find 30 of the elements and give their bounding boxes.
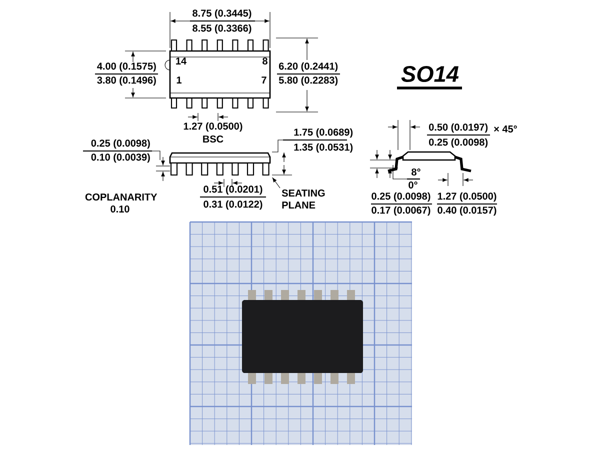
dimension-label: 0.51 (0.0201) [204, 185, 262, 195]
dimension-label: 8 [262, 57, 268, 65]
dimension-label: COPLANARITY 0.10 [85, 193, 158, 213]
dimension-label: 0.17 (0.0067) [372, 206, 430, 216]
dimension-label: 0.31 (0.0122) [204, 200, 262, 210]
dimension-label: 4.00 (0.1575) [97, 62, 156, 72]
dimension-label: 6.20 (0.2441) [278, 62, 338, 72]
dimension-label: 1.35 (0.0531) [294, 143, 353, 153]
dimension-label: × 45° [494, 125, 517, 133]
dimension-label: 1.75 (0.0689) [294, 128, 353, 138]
dimension-label: 0.25 (0.0098) [372, 192, 430, 202]
dimension-label: 0.25 (0.0098) [429, 138, 488, 148]
dimension-label: 0° [408, 181, 418, 189]
dimension-label: 14 [176, 58, 186, 64]
dimension-label: 8.55 (0.3366) [192, 24, 252, 34]
dimension-label: 0.50 (0.0197) [429, 123, 488, 133]
dimension-label: 0.25 (0.0098) [91, 139, 150, 149]
dimension-label: 8.75 (0.3445) [192, 9, 252, 19]
dimension-label: 0.10 (0.0039) [91, 153, 150, 163]
dimension-label: 3.80 (0.1496) [97, 76, 156, 86]
dimension-label: 5.80 (0.2283) [278, 76, 338, 86]
dimension-label: SEATING PLANE [282, 190, 325, 208]
dimension-label: 1.27 (0.0500) [184, 122, 242, 132]
dimension-label: 0.40 (0.0157) [438, 206, 496, 216]
dimension-label: 1 [176, 76, 182, 84]
dimension-label: 8° [412, 168, 420, 176]
dimension-label: 7 [262, 76, 266, 84]
package-title: SO14 [401, 66, 459, 82]
dimension-label: 1.27 (0.0500) [438, 192, 496, 202]
dimension-label: BSC [203, 135, 224, 143]
